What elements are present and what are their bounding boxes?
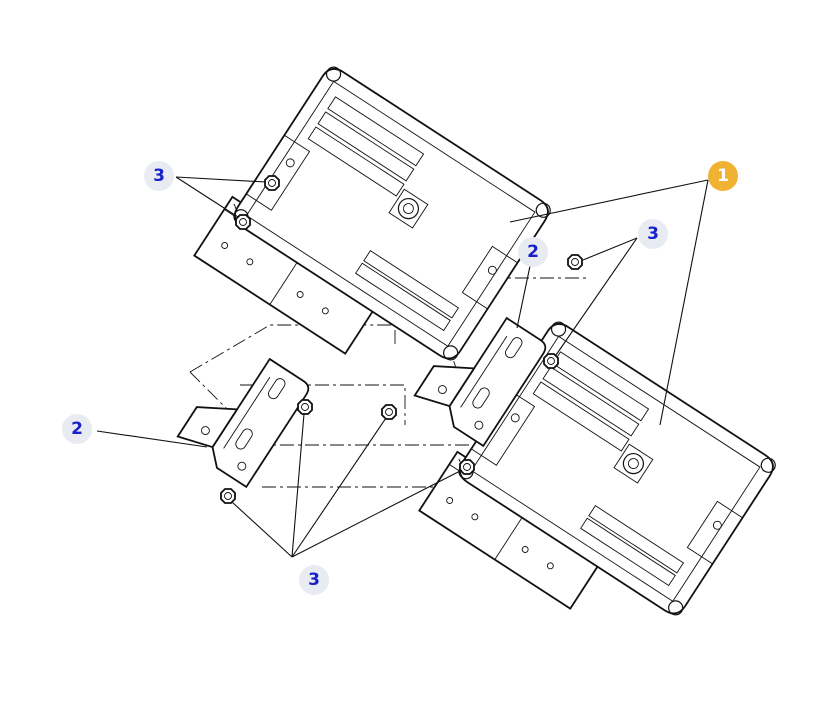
callout-1: 1 (708, 161, 738, 191)
nut-7 (459, 459, 475, 475)
nut-3 (567, 254, 583, 270)
nut-8 (220, 488, 236, 504)
callout-3-bottom: 3 (299, 565, 329, 595)
leader-lines (96, 176, 709, 558)
nut-4 (543, 353, 559, 369)
callout-3-top-right: 3 (638, 219, 668, 249)
bracket-left (174, 339, 313, 488)
nut-6 (381, 404, 397, 420)
callout-3-top-left: 3 (144, 161, 174, 191)
nut-1 (264, 175, 280, 191)
ecu-unit-lower (418, 312, 779, 662)
callout-2-top: 2 (518, 237, 548, 267)
callout-2-left: 2 (62, 414, 92, 444)
nut-5 (297, 399, 313, 415)
nut-2 (235, 214, 251, 230)
